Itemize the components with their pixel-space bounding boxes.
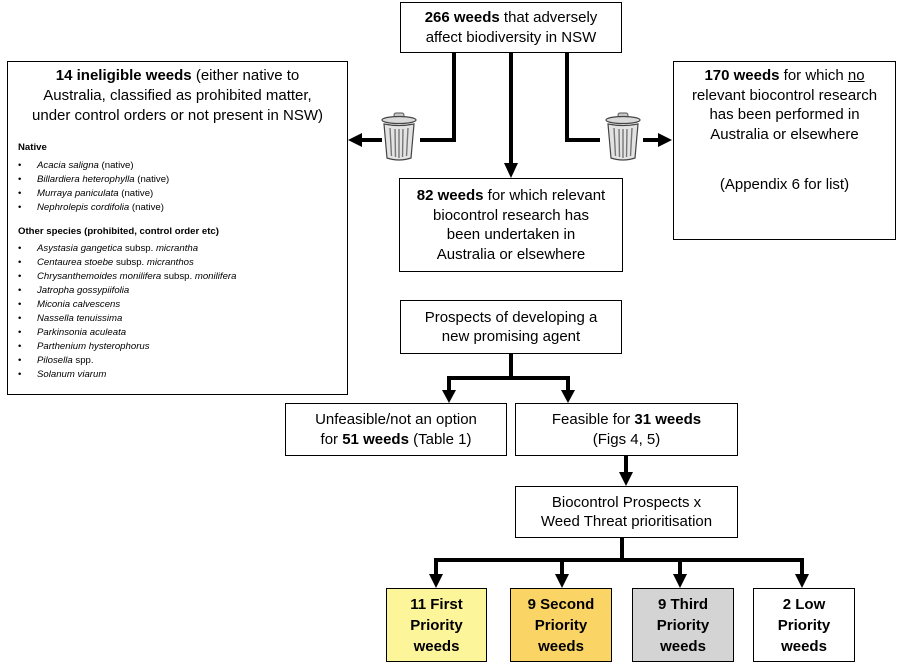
arrowhead-priority-1 bbox=[429, 574, 443, 588]
low-priority-box: 2 Low Priority weeds bbox=[753, 588, 855, 662]
arrowhead-to-unfeasible bbox=[442, 390, 456, 403]
arrowhead-priority-2 bbox=[555, 574, 569, 588]
arrowhead-to-feasible bbox=[561, 390, 575, 403]
list-item: Pilosella spp. bbox=[18, 354, 347, 368]
native-heading: Native bbox=[18, 142, 47, 153]
list-item: Acacia saligna (native) bbox=[18, 159, 347, 173]
list-item: Nephrolepis cordifolia (native) bbox=[18, 201, 347, 215]
list-item: Jatropha gossypiifolia bbox=[18, 284, 347, 298]
other-species-list: Asystasia gangetica subsp. micrantha Cen… bbox=[8, 242, 347, 382]
arrowhead-to-prioritisation bbox=[619, 472, 633, 486]
trash-bin-icon bbox=[381, 112, 417, 161]
connector-top-right bbox=[565, 53, 600, 142]
arrowhead-priority-4 bbox=[795, 574, 809, 588]
research-count: 82 weeds bbox=[416, 187, 484, 204]
list-item: Parthenium hysterophorus bbox=[18, 340, 347, 354]
list-item: Asystasia gangetica subsp. micrantha bbox=[18, 242, 347, 256]
total-weeds-box: 266 weeds that adversely affect biodiver… bbox=[400, 2, 622, 53]
list-item: Parkinsonia aculeata bbox=[18, 326, 347, 340]
research-box: 82 weeds for which relevant biocontrol r… bbox=[399, 178, 623, 272]
ineligible-count: 14 ineligible weeds bbox=[55, 67, 192, 84]
second-priority-box: 9 Second Priority weeds bbox=[510, 588, 612, 662]
arrowhead-to-research bbox=[504, 163, 518, 178]
list-item: Centaurea stoebe subsp. micranthos bbox=[18, 256, 347, 270]
list-item: Chrysanthemoides monilifera subsp. monil… bbox=[18, 270, 347, 284]
connector-priority-bar bbox=[434, 558, 804, 576]
list-item: Murraya paniculata (native) bbox=[18, 187, 347, 201]
list-item: Solanum viarum bbox=[18, 368, 347, 382]
native-species-list: Acacia saligna (native) Billardiera hete… bbox=[8, 159, 347, 215]
connector-prospects-split bbox=[447, 376, 570, 392]
trash-bin-icon bbox=[605, 112, 641, 161]
feasible-box: Feasible for 31 weeds (Figs 4, 5) bbox=[515, 403, 738, 456]
list-item: Miconia calvescens bbox=[18, 298, 347, 312]
arrowhead-priority-3 bbox=[673, 574, 687, 588]
ineligible-weeds-box: 14 ineligible weeds (either native to Au… bbox=[7, 61, 348, 395]
unfeasible-count: 51 weeds bbox=[342, 430, 409, 448]
no-research-box: 170 weeds for which no relevant biocontr… bbox=[673, 61, 896, 240]
third-priority-box: 9 Third Priority weeds bbox=[632, 588, 734, 662]
list-item: Billardiera heterophylla (native) bbox=[18, 173, 347, 187]
feasible-count: 31 weeds bbox=[634, 411, 702, 428]
appendix-note: (Appendix 6 for list) bbox=[719, 176, 850, 193]
connector-top-left bbox=[420, 53, 456, 142]
arrowhead-right bbox=[658, 133, 672, 147]
no-research-count: 170 weeds bbox=[704, 67, 780, 84]
prospects-box: Prospects of developing a new promising … bbox=[400, 300, 622, 354]
other-species-heading: Other species (prohibited, control order… bbox=[18, 225, 219, 237]
unfeasible-box: Unfeasible/not an option for 51 weeds (T… bbox=[285, 403, 507, 456]
prioritisation-box: Biocontrol Prospects x Weed Threat prior… bbox=[515, 486, 738, 538]
list-item: Nassella tenuissima bbox=[18, 312, 347, 326]
first-priority-box: 11 First Priority weeds bbox=[386, 588, 487, 662]
total-weeds-count: 266 weeds bbox=[424, 9, 500, 26]
arrowhead-left bbox=[348, 133, 362, 147]
